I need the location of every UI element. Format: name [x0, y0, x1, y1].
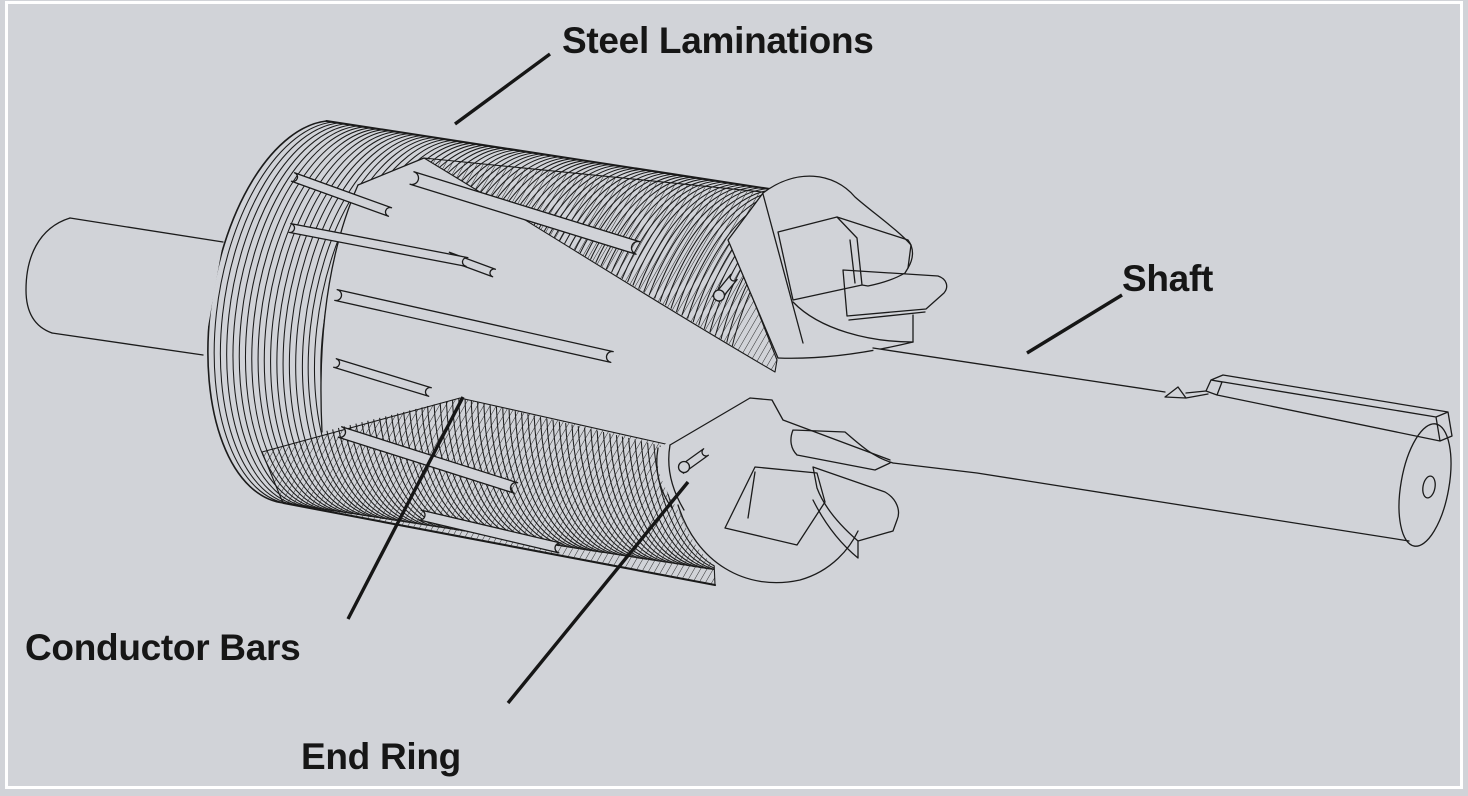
keyway-groove [1185, 390, 1209, 399]
end-ring-upper-face-band [727, 192, 804, 359]
callout-labels: Steel Laminations Shaft Conductor Bars E… [25, 20, 1213, 777]
page-frame [5, 1, 1463, 789]
bar-end-slot-bulb [712, 289, 726, 302]
fan-blade-right [812, 466, 900, 559]
fan-blade-upper-wing [842, 269, 948, 321]
shaft-main [872, 347, 1453, 547]
shaft-top-edge [872, 347, 1166, 393]
shaft-bottom-edge [892, 462, 1410, 542]
fan-blade-upper-center [777, 216, 863, 301]
bar-slots [409, 171, 641, 554]
cut-top-edge [357, 157, 425, 186]
bar-slot [409, 171, 641, 255]
end-ring-upper-bottom-edge [777, 341, 914, 359]
bar-end-slot-bulb [677, 460, 691, 474]
lamination-arc [219, 122, 340, 506]
leader-end-ring [506, 480, 690, 705]
leader-conductor-bars [346, 396, 465, 620]
end-ring-lower-disc-arc [677, 504, 859, 584]
callout-leaders [346, 52, 1123, 705]
cutaway-interior [320, 157, 775, 455]
leader-shaft [1026, 293, 1123, 355]
fan-blade-top [790, 429, 894, 471]
conductor-bar [333, 358, 432, 397]
label-steel-laminations: Steel Laminations [562, 20, 874, 61]
end-ring-lower [656, 397, 902, 585]
end-ring-upper [712, 175, 948, 359]
bar-slot [418, 509, 562, 554]
label-conductor-bars: Conductor Bars [25, 627, 300, 668]
end-ring-upper-hub-edges [907, 244, 914, 343]
lamination-arc [226, 123, 346, 507]
end-ring-lower-inner-rim [668, 444, 685, 511]
end-ring-lower-plate-edge [669, 397, 891, 461]
fan-blade-middle [724, 466, 826, 546]
stub-end-cap [25, 217, 71, 334]
keyway-notch [1164, 386, 1187, 399]
leader-steel-laminations [453, 52, 552, 126]
bar-slot-end-lower [677, 448, 709, 474]
conductor-bars [288, 172, 614, 494]
lamination-arc [232, 124, 352, 508]
conductor-bar [337, 426, 519, 494]
stub-top-edge [69, 217, 224, 243]
conductor-bar [288, 222, 469, 268]
bore-edge [320, 184, 359, 433]
end-ring-upper-saddle [792, 301, 914, 343]
stub-bottom-edge [51, 332, 204, 356]
shaft-stub-left [25, 217, 224, 356]
lamination-arc [238, 125, 358, 509]
lamination-arc [213, 121, 333, 505]
bar-slot-end-upper [712, 273, 738, 303]
conductor-bar [290, 172, 393, 217]
end-ring-upper-dome-arc [762, 175, 912, 246]
label-shaft: Shaft [1122, 258, 1213, 299]
shaft-center-hole [1422, 475, 1436, 499]
label-end-ring: End Ring [301, 736, 461, 777]
shaft-key [1205, 374, 1453, 442]
stack-top-silhouette [325, 119, 830, 200]
conductor-bar [334, 288, 614, 364]
